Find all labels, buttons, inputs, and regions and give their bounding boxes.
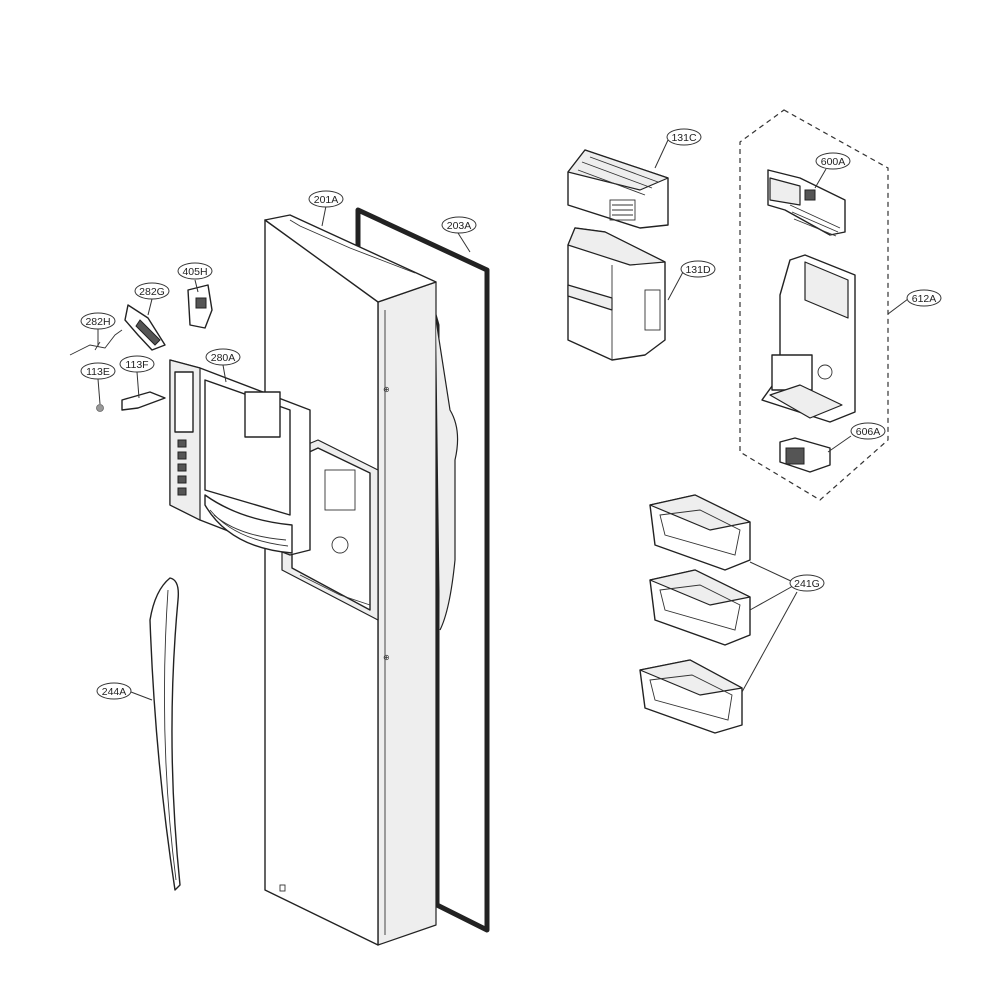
callout-131C: 131C xyxy=(666,128,702,146)
door-bin-top[interactable] xyxy=(649,494,751,571)
icemaker-assembly-outline xyxy=(739,109,889,501)
svg-text:⊕: ⊕ xyxy=(383,385,390,394)
dispenser-lever[interactable] xyxy=(124,304,166,351)
callout-606A: 606A xyxy=(850,422,886,440)
callout-282H: 282H xyxy=(80,312,116,330)
svg-text:113F: 113F xyxy=(125,359,148,371)
svg-text:282G: 282G xyxy=(139,286,165,298)
auger-motor[interactable] xyxy=(779,437,831,473)
svg-text:405H: 405H xyxy=(182,266,207,278)
svg-text:131D: 131D xyxy=(685,264,711,276)
svg-text:282H: 282H xyxy=(85,316,110,328)
svg-text:606A: 606A xyxy=(856,426,881,438)
ice-bin[interactable] xyxy=(567,227,666,361)
callout-241G: 241G xyxy=(789,574,825,592)
callout-405H: 405H xyxy=(177,262,213,280)
callout-201A: 201A xyxy=(308,190,344,208)
door-bin-middle[interactable] xyxy=(649,569,751,646)
ice-bin-cover[interactable] xyxy=(567,149,669,229)
callout-131D: 131D xyxy=(680,260,716,278)
svg-text:244A: 244A xyxy=(102,686,127,698)
svg-text:131C: 131C xyxy=(671,132,697,144)
svg-text:241G: 241G xyxy=(794,578,820,590)
svg-text:600A: 600A xyxy=(821,156,846,168)
door-bin-bottom[interactable] xyxy=(639,659,743,734)
callout-280A: 280A xyxy=(205,348,241,366)
svg-text:280A: 280A xyxy=(211,352,236,364)
callout-600A: 600A xyxy=(815,152,851,170)
freezer-door[interactable]: ⊕ ⊕ xyxy=(264,214,459,946)
callout-282G: 282G xyxy=(134,282,170,300)
lever-spring[interactable] xyxy=(69,329,123,356)
svg-text:⊕: ⊕ xyxy=(383,653,390,662)
svg-text:113E: 113E xyxy=(86,366,110,378)
icemaker-housing[interactable] xyxy=(761,254,856,423)
leader-lines xyxy=(97,139,909,701)
svg-text:201A: 201A xyxy=(314,194,339,206)
dispenser-switch[interactable] xyxy=(187,284,213,329)
svg-text:612A: 612A xyxy=(912,293,937,305)
icemaker[interactable] xyxy=(767,169,846,237)
callout-113E: 113E xyxy=(80,362,116,380)
callout-113F: 113F xyxy=(119,355,155,373)
screw[interactable] xyxy=(96,404,104,412)
callout-244A: 244A xyxy=(96,682,132,700)
door-handle[interactable] xyxy=(149,577,181,891)
dispenser-cover[interactable] xyxy=(169,359,311,556)
callout-203A: 203A xyxy=(441,216,477,234)
bracket[interactable] xyxy=(121,391,166,411)
callout-612A: 612A xyxy=(906,289,942,307)
svg-text:203A: 203A xyxy=(447,220,472,232)
